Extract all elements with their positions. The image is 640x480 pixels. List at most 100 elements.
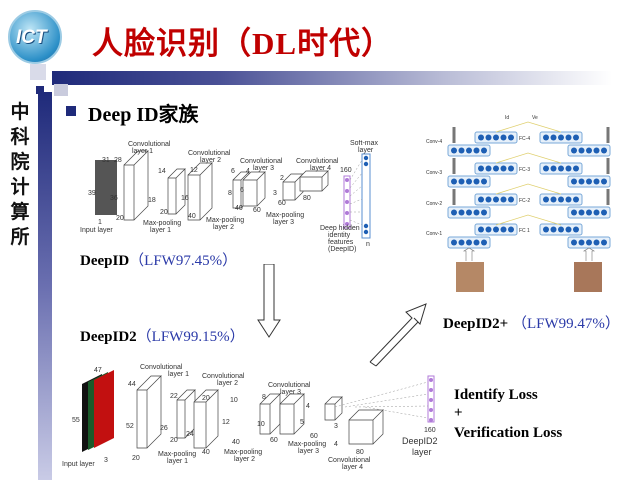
neuron: [466, 239, 472, 246]
dimension-label: 20: [160, 209, 168, 216]
label: Soft-max: [350, 140, 379, 147]
dimension-label: 14: [158, 168, 166, 175]
up-right-arrow-icon: [369, 303, 427, 367]
verification-loss: Verification Loss: [454, 425, 563, 441]
neuron: [573, 165, 579, 172]
dimension-label: 40: [235, 205, 243, 212]
label: layer 1: [167, 458, 188, 465]
dimension-label: 80: [356, 449, 364, 456]
label: Conv-1: [426, 231, 442, 237]
neuron: [493, 165, 499, 172]
neuron: [578, 178, 585, 185]
label: layer 2: [217, 380, 238, 387]
neuron: [500, 226, 507, 233]
neuron: [601, 147, 607, 154]
decor-square: [30, 64, 46, 80]
dimension-label: 60: [310, 433, 318, 440]
neuron: [466, 209, 472, 216]
layer-box: [167, 168, 186, 215]
dimension-label: 40: [202, 449, 210, 456]
label: Convolutional: [202, 373, 245, 380]
label: FC-3: [519, 167, 530, 173]
dimension-label: 40: [188, 213, 196, 220]
layer-box: [187, 162, 213, 221]
neuron: [508, 134, 514, 141]
softmax-neuron: [363, 155, 369, 161]
dimension-label: 60: [270, 437, 278, 444]
neuron: [493, 196, 499, 203]
label: layer 1: [168, 371, 189, 378]
neuron: [478, 134, 484, 141]
dimension-label: 36: [110, 195, 118, 202]
plus-sign: +: [454, 405, 463, 421]
label: (DeepID): [328, 246, 356, 253]
dimension-label: 31: [102, 157, 110, 164]
neuron: [500, 196, 507, 203]
dimension-label: 6: [231, 168, 235, 175]
connection: [334, 381, 429, 408]
neuron: [593, 178, 600, 185]
input-face-image: [95, 160, 117, 215]
neuron: [578, 147, 585, 154]
neuron: [485, 226, 492, 233]
neuron: [478, 196, 484, 203]
dimension-label: 1: [98, 219, 102, 226]
label: FC 1: [519, 228, 530, 234]
neuron: [565, 165, 572, 172]
dimension-label: 4: [246, 168, 250, 175]
neuron: [481, 178, 487, 185]
label: Input layer: [62, 461, 95, 468]
dimension-label: 10: [230, 397, 238, 404]
feature-neuron: [429, 408, 433, 412]
neuron: [550, 196, 557, 203]
layer-box: [242, 171, 266, 207]
dimension-label: 80: [303, 195, 311, 202]
softmax-neuron: [363, 223, 369, 229]
layer-box: [299, 170, 329, 192]
connection: [349, 172, 363, 189]
neuron: [565, 196, 572, 203]
verification-link: [495, 214, 562, 226]
layer-box: [324, 396, 343, 421]
deepid-architecture-diagram: Convolutional layer 1 Convolutional laye…: [80, 140, 379, 253]
deepid2-architecture-diagram: Convolutional layer 1 Convolutional laye…: [62, 364, 438, 471]
neuron: [578, 209, 585, 216]
model-name: DeepID2: [80, 329, 137, 345]
neuron: [593, 147, 600, 154]
deepid-caption: DeepID（LFW97.45%）: [80, 249, 237, 270]
label: Ve: [532, 115, 538, 121]
ict-logo: ICT: [8, 10, 62, 64]
neuron: [558, 134, 564, 141]
feature-neuron: [429, 398, 433, 402]
neuron: [586, 239, 592, 246]
label: identity: [328, 232, 351, 239]
up-arrow-icon: [582, 247, 596, 261]
label: Input layer: [80, 227, 113, 234]
neuron: [558, 196, 564, 203]
neuron: [550, 134, 557, 141]
neuron: [543, 134, 549, 141]
neuron: [601, 178, 607, 185]
label: Convolutional: [140, 364, 183, 371]
label: layer: [412, 447, 432, 457]
dimension-label: 18: [148, 197, 156, 204]
deepid-feature-layer: [343, 175, 351, 229]
neuron: [586, 178, 592, 185]
diagram-shapes: [136, 375, 435, 449]
label: 160: [340, 167, 352, 174]
connection: [364, 406, 429, 419]
label: layer: [358, 147, 374, 154]
dimension-label: 40: [232, 439, 240, 446]
neuron: [451, 209, 457, 216]
label: layer 4: [342, 464, 363, 471]
label: Deep hidden: [320, 225, 360, 232]
label: Max-pooling: [266, 212, 304, 219]
label: layer 1: [132, 148, 153, 155]
model-name: DeepID: [80, 253, 130, 269]
face-photo-right: [574, 262, 602, 292]
label: Convolutional: [268, 382, 311, 389]
accuracy: （LFW99.47%）: [511, 316, 620, 332]
feature-neuron: [429, 378, 433, 382]
feature-neuron: [429, 388, 433, 392]
dimension-label: 8: [228, 190, 232, 197]
